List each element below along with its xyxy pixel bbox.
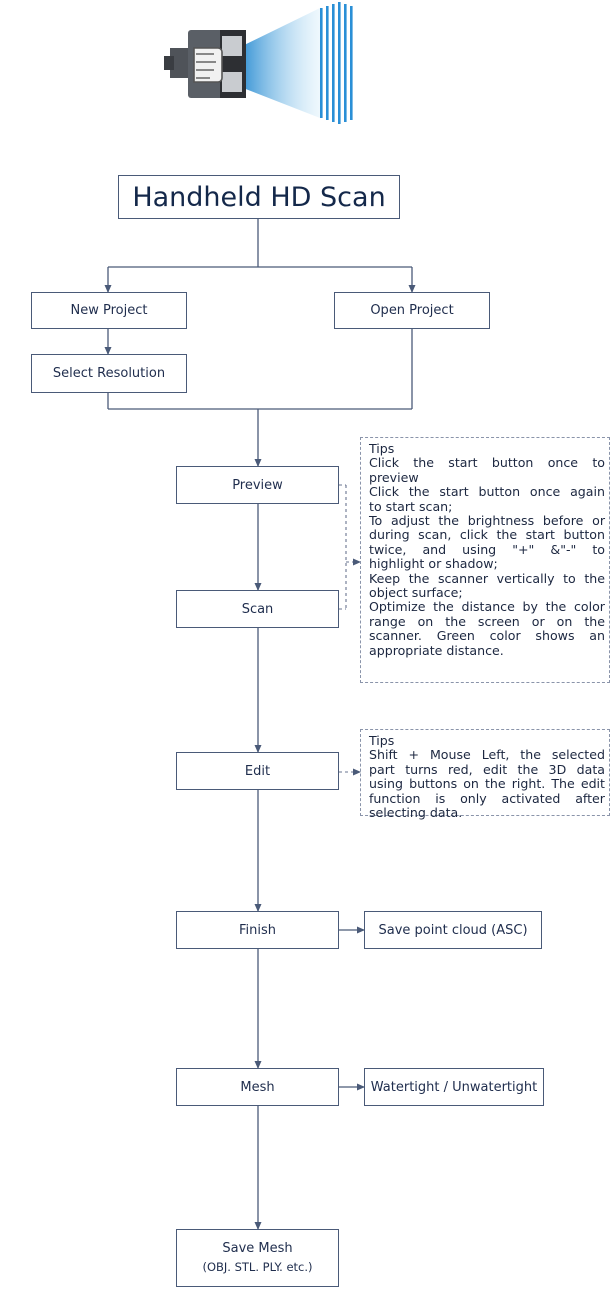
scan-tip-line: Keep the scanner vertically to the	[369, 570, 605, 586]
scan-tips-heading: Tips	[369, 441, 395, 456]
edit-tips-heading: Tips	[369, 733, 395, 748]
edit-tip-line: selecting data.	[369, 805, 463, 821]
scan-tips-box: Tips Click the start button once to prev…	[360, 437, 610, 683]
edit-tips-box: Tips Shift + Mouse Left, the selected pa…	[360, 729, 610, 820]
edit-tip-line: function is only activated after	[369, 790, 605, 806]
edit-node: Edit	[176, 752, 339, 790]
edit-tip-line: Shift + Mouse Left, the selected	[369, 747, 605, 763]
scan-tip-line: To adjust the brightness before or	[369, 513, 605, 529]
save-point-cloud-node: Save point cloud (ASC)	[364, 911, 542, 949]
scan-tip-line: Optimize the distance by the color	[369, 599, 605, 615]
save-mesh-node: Save Mesh (OBJ. STL. PLY. etc.)	[176, 1229, 339, 1287]
flow-connectors	[104, 219, 416, 1230]
scan-tip-line: object surface;	[369, 585, 463, 601]
handheld-scanner-icon	[164, 2, 353, 124]
edit-tip-line: using buttons on the right. The edit	[369, 776, 605, 792]
scan-tip-line: during scan, click the start button	[369, 527, 605, 543]
scan-node: Scan	[176, 590, 339, 628]
scan-tip-line: twice, and using "+" &"-" to	[369, 541, 605, 557]
scan-tip-line: appropriate distance.	[369, 642, 504, 658]
mesh-node: Mesh	[176, 1068, 339, 1106]
title-node: Handheld HD Scan	[118, 175, 400, 219]
watertight-node: Watertight / Unwatertight	[364, 1068, 544, 1106]
edit-tip-line: part turns red, edit the 3D data	[369, 761, 605, 777]
scan-tip-line: scanner. Green color shows an	[369, 628, 605, 644]
new-project-node: New Project	[31, 292, 187, 329]
save-mesh-label: Save Mesh	[222, 1241, 293, 1256]
scan-tip-line: Click the start button once to	[369, 455, 605, 471]
save-mesh-formats: (OBJ. STL. PLY. etc.)	[202, 1260, 313, 1274]
preview-node: Preview	[176, 466, 339, 504]
scan-tip-line: range on the screen or on the	[369, 613, 605, 629]
scan-tip-line: to start scan;	[369, 498, 453, 514]
scan-tip-line: preview	[369, 469, 419, 485]
select-resolution-node: Select Resolution	[31, 354, 187, 393]
finish-node: Finish	[176, 911, 339, 949]
open-project-node: Open Project	[334, 292, 490, 329]
scan-tip-line: highlight or shadow;	[369, 556, 498, 572]
scan-tip-line: Click the start button once again	[369, 484, 605, 500]
